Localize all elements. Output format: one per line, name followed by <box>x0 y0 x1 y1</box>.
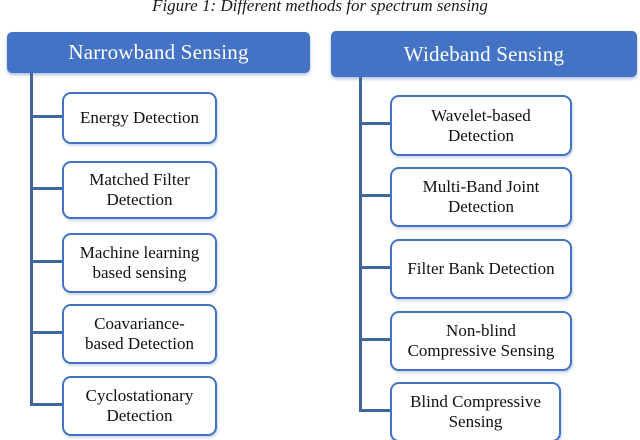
node-coavariance-based-detection: Coavariance- based Detection <box>62 304 217 364</box>
connector-branch <box>31 260 62 263</box>
node-multi-band-joint-detection: Multi-Band Joint Detection <box>390 167 572 227</box>
node-label: Machine learning based sensing <box>79 243 200 282</box>
node-label: Filter Bank Detection <box>407 259 555 279</box>
node-label: Matched Filter Detection <box>89 170 190 209</box>
connector-branch <box>360 266 390 269</box>
figure-caption: Figure 1: Different methods for spectrum… <box>152 0 488 15</box>
connector-branch <box>31 187 62 190</box>
node-label: Cyclostationary Detection <box>85 386 194 425</box>
node-label: Wavelet-based Detection <box>431 105 531 145</box>
connector-branch <box>31 331 62 334</box>
connector-branch <box>360 122 390 125</box>
connector-trunk-narrowband <box>30 73 33 406</box>
connector-branch <box>31 403 62 406</box>
node-cyclostationary-detection: Cyclostationary Detection <box>62 376 217 436</box>
node-label: Non-blind Compressive Sensing <box>407 321 555 360</box>
node-matched-filter-detection: Matched Filter Detection <box>62 161 217 219</box>
connector-branch <box>360 409 390 412</box>
node-machine-learning-based-sensing: Machine learning based sensing <box>62 233 217 293</box>
connector-trunk-wideband <box>359 77 362 412</box>
node-non-blind-compressive-sensing: Non-blind Compressive Sensing <box>390 311 572 371</box>
connector-branch <box>31 115 62 118</box>
node-label: Coavariance- based Detection <box>84 314 195 353</box>
node-filter-bank-detection: Filter Bank Detection <box>390 239 572 299</box>
connector-branch <box>360 338 390 341</box>
header-narrowband-sensing: Narrowband Sensing <box>7 32 310 73</box>
node-energy-detection: Energy Detection <box>62 92 217 144</box>
header-label: Narrowband Sensing <box>68 40 249 64</box>
node-label: Multi-Band Joint Detection <box>422 177 540 216</box>
node-label: Energy Detection <box>79 108 200 128</box>
header-label: Wideband Sensing <box>403 41 565 66</box>
connector-branch <box>360 194 390 197</box>
header-wideband-sensing: Wideband Sensing <box>331 31 637 77</box>
node-blind-compressive-sensing: Blind Compressive Sensing <box>390 382 561 440</box>
node-wavelet-based-detection: Wavelet-based Detection <box>390 95 572 156</box>
node-label: Blind Compressive Sensing <box>410 392 541 431</box>
